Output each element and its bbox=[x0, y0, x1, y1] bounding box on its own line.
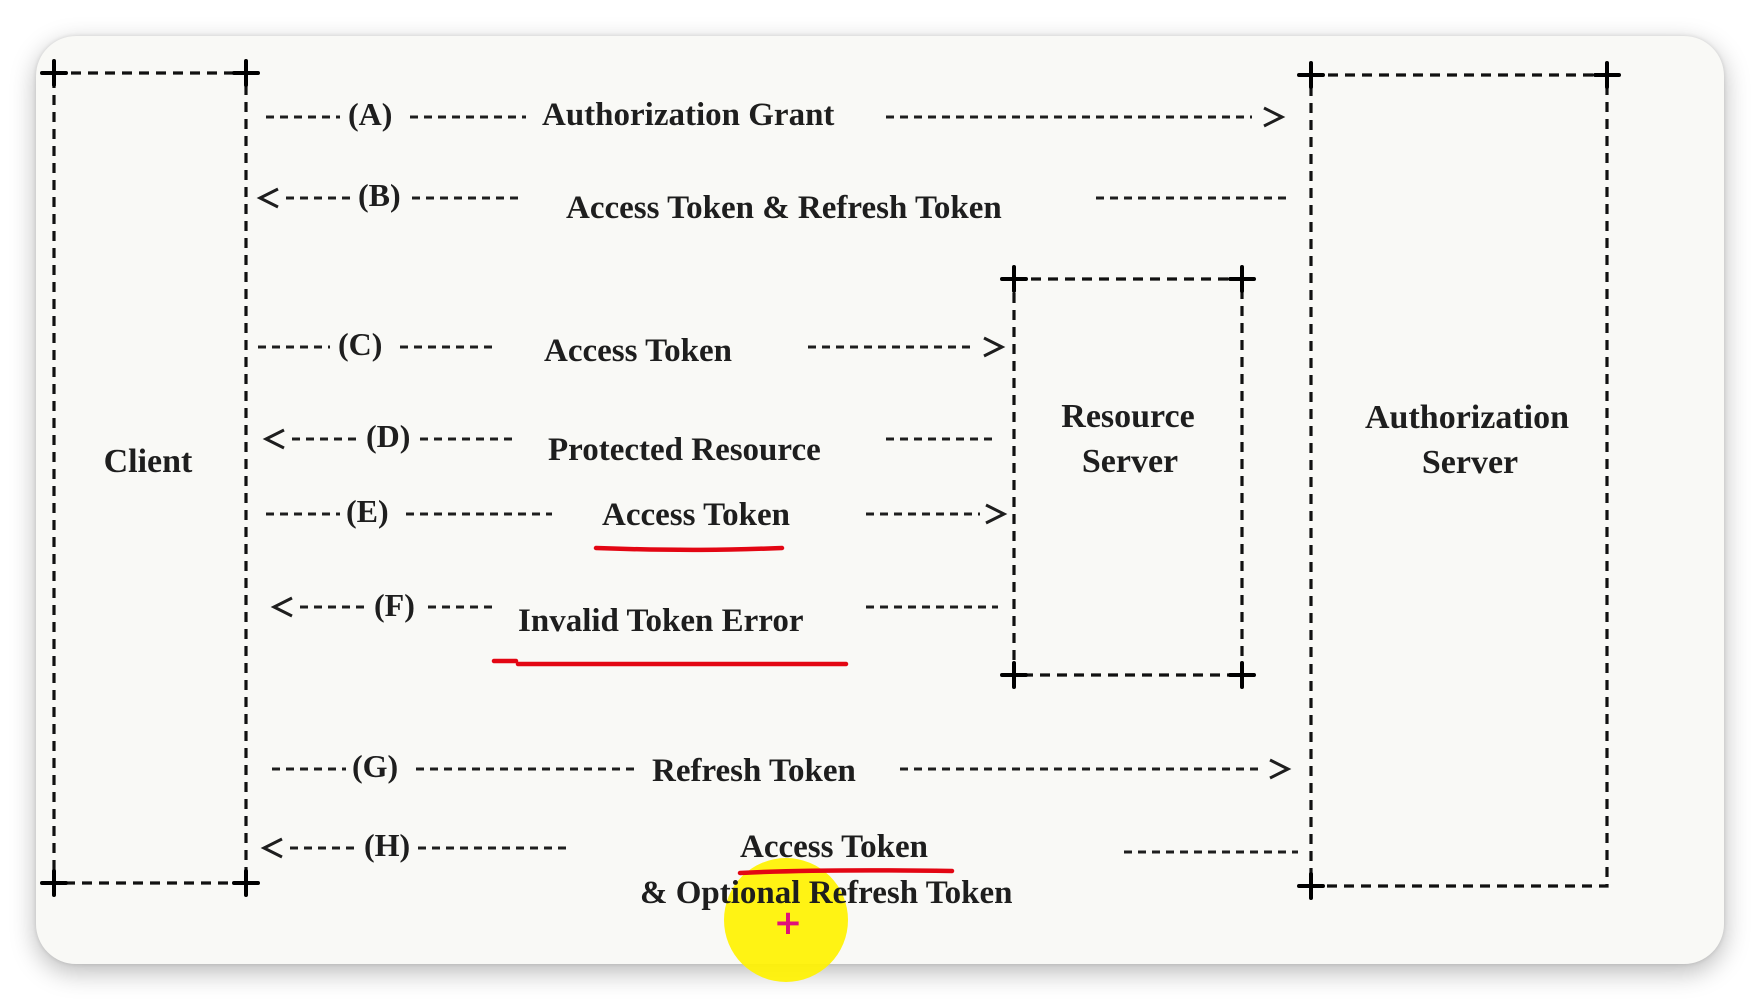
flow-a-label: Authorization Grant bbox=[542, 97, 834, 133]
client-box: Client bbox=[40, 59, 260, 897]
flow-c-arrowhead bbox=[983, 336, 1006, 358]
flow-b-arrowhead bbox=[256, 187, 279, 209]
flow-e-arrowhead bbox=[985, 503, 1008, 525]
flow-h-label-line2: & Optional Refresh Token bbox=[640, 875, 1013, 911]
flow-e-step: (E) bbox=[346, 493, 389, 529]
flow-g-label: Refresh Token bbox=[652, 753, 856, 789]
flow-f-underline bbox=[491, 658, 849, 667]
flow-b-label: Access Token & Refresh Token bbox=[566, 190, 1002, 226]
flow-c-label: Access Token bbox=[544, 333, 732, 369]
flow-a-arrow: (A) Authorization Grant bbox=[266, 96, 1286, 133]
flow-d-step: (D) bbox=[366, 418, 410, 454]
flow-a-step: (A) bbox=[348, 96, 392, 132]
flow-a-arrowhead bbox=[1263, 106, 1286, 128]
client-label: Client bbox=[104, 443, 193, 480]
flow-b-arrow: (B) Access Token & Refresh Token bbox=[256, 177, 1292, 226]
flow-h-underline bbox=[737, 868, 955, 876]
flow-d-arrowhead bbox=[262, 428, 285, 450]
flow-c-step: (C) bbox=[338, 326, 382, 362]
resource-server-box: Resource Server bbox=[1000, 265, 1256, 689]
flow-c-arrow: (C) Access Token bbox=[258, 326, 1006, 369]
cursor-highlight bbox=[724, 858, 848, 982]
slide-card bbox=[36, 36, 1724, 964]
flow-f-arrowhead bbox=[270, 596, 293, 618]
flow-h-arrowhead bbox=[260, 837, 283, 859]
authorization-server-label-line1: Authorization bbox=[1365, 399, 1569, 436]
flow-e-underline bbox=[593, 545, 785, 553]
corner-marks bbox=[1000, 265, 1256, 689]
flow-d-arrow: (D) Protected Resource bbox=[262, 418, 994, 468]
corner-marks bbox=[40, 59, 260, 897]
flow-h-label-line1: Access Token bbox=[740, 829, 928, 865]
flow-f-arrow: (F) Invalid Token Error bbox=[270, 587, 998, 667]
flow-h-step: (H) bbox=[364, 827, 410, 863]
flow-f-step: (F) bbox=[374, 587, 415, 623]
resource-server-label-line2: Server bbox=[1082, 443, 1178, 480]
flow-g-arrowhead bbox=[1269, 758, 1292, 780]
flow-e-arrow: (E) Access Token bbox=[266, 493, 1008, 553]
flow-g-step: (G) bbox=[352, 748, 398, 784]
authorization-server-box: Authorization Server bbox=[1297, 61, 1621, 900]
cursor-plus-icon: + bbox=[774, 903, 803, 943]
flow-g-arrow: (G) Refresh Token bbox=[272, 748, 1292, 789]
corner-marks bbox=[1297, 61, 1621, 900]
authorization-server-label-line2: Server bbox=[1422, 444, 1518, 481]
resource-server-label-line1: Resource bbox=[1061, 398, 1194, 435]
flow-f-label: Invalid Token Error bbox=[518, 603, 803, 639]
flow-d-label: Protected Resource bbox=[548, 432, 821, 468]
flow-e-label: Access Token bbox=[602, 497, 790, 533]
flow-h-arrow: (H) Access Token & Optional Refresh Toke… bbox=[260, 827, 1298, 982]
flow-b-step: (B) bbox=[358, 177, 401, 213]
